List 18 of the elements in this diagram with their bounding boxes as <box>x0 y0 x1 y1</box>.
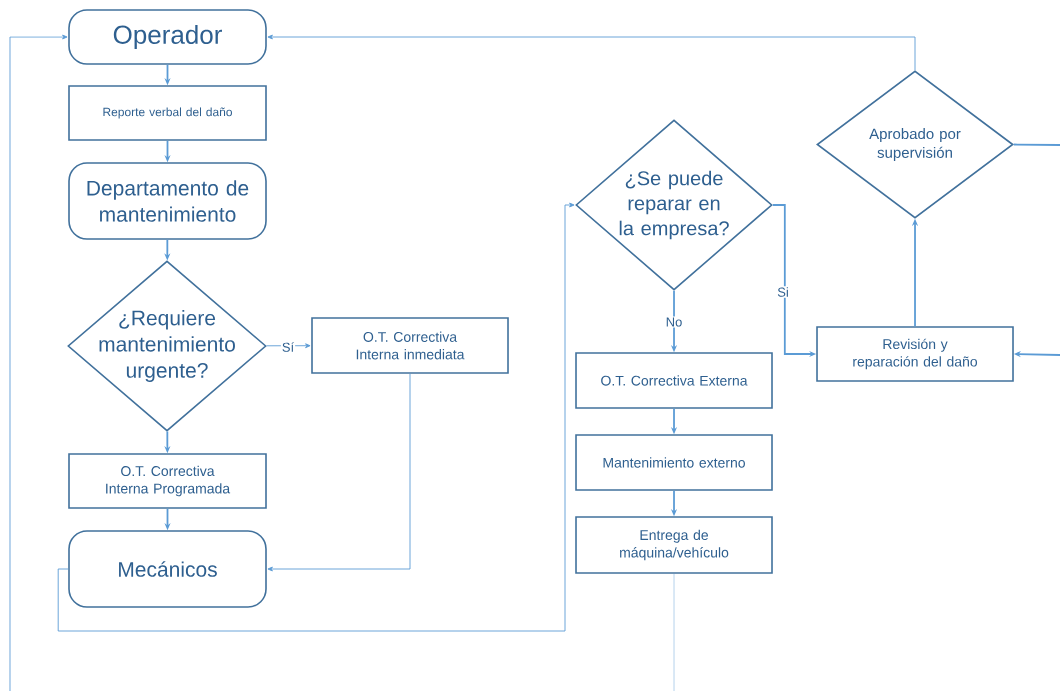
process-box: Revisión y reparación del daño <box>816 326 1014 382</box>
terminal-box: Mecánicos <box>68 530 267 608</box>
arrow <box>57 202 575 632</box>
arrow <box>9 34 68 691</box>
terminal-box: Departamento de mantenimiento <box>68 162 267 240</box>
process-box: O.T. Correctiva Interna inmediata <box>311 317 509 374</box>
process-box: Reporte verbal del daño <box>68 85 267 141</box>
process-box: Entrega de máquina/vehículo <box>575 516 773 574</box>
edge-label: Si <box>776 286 790 298</box>
edge-label: No <box>664 316 684 328</box>
process-box: Mantenimiento externo <box>575 434 773 491</box>
arrow <box>267 373 411 572</box>
process-box: O.T. Correctiva Interna Programada <box>68 453 267 509</box>
process-box: O.T. Correctiva Externa <box>575 352 773 409</box>
arrow <box>266 343 311 349</box>
edge-label: Sí <box>280 341 296 353</box>
arrow <box>267 34 916 71</box>
terminal-box: Operador <box>68 9 267 65</box>
